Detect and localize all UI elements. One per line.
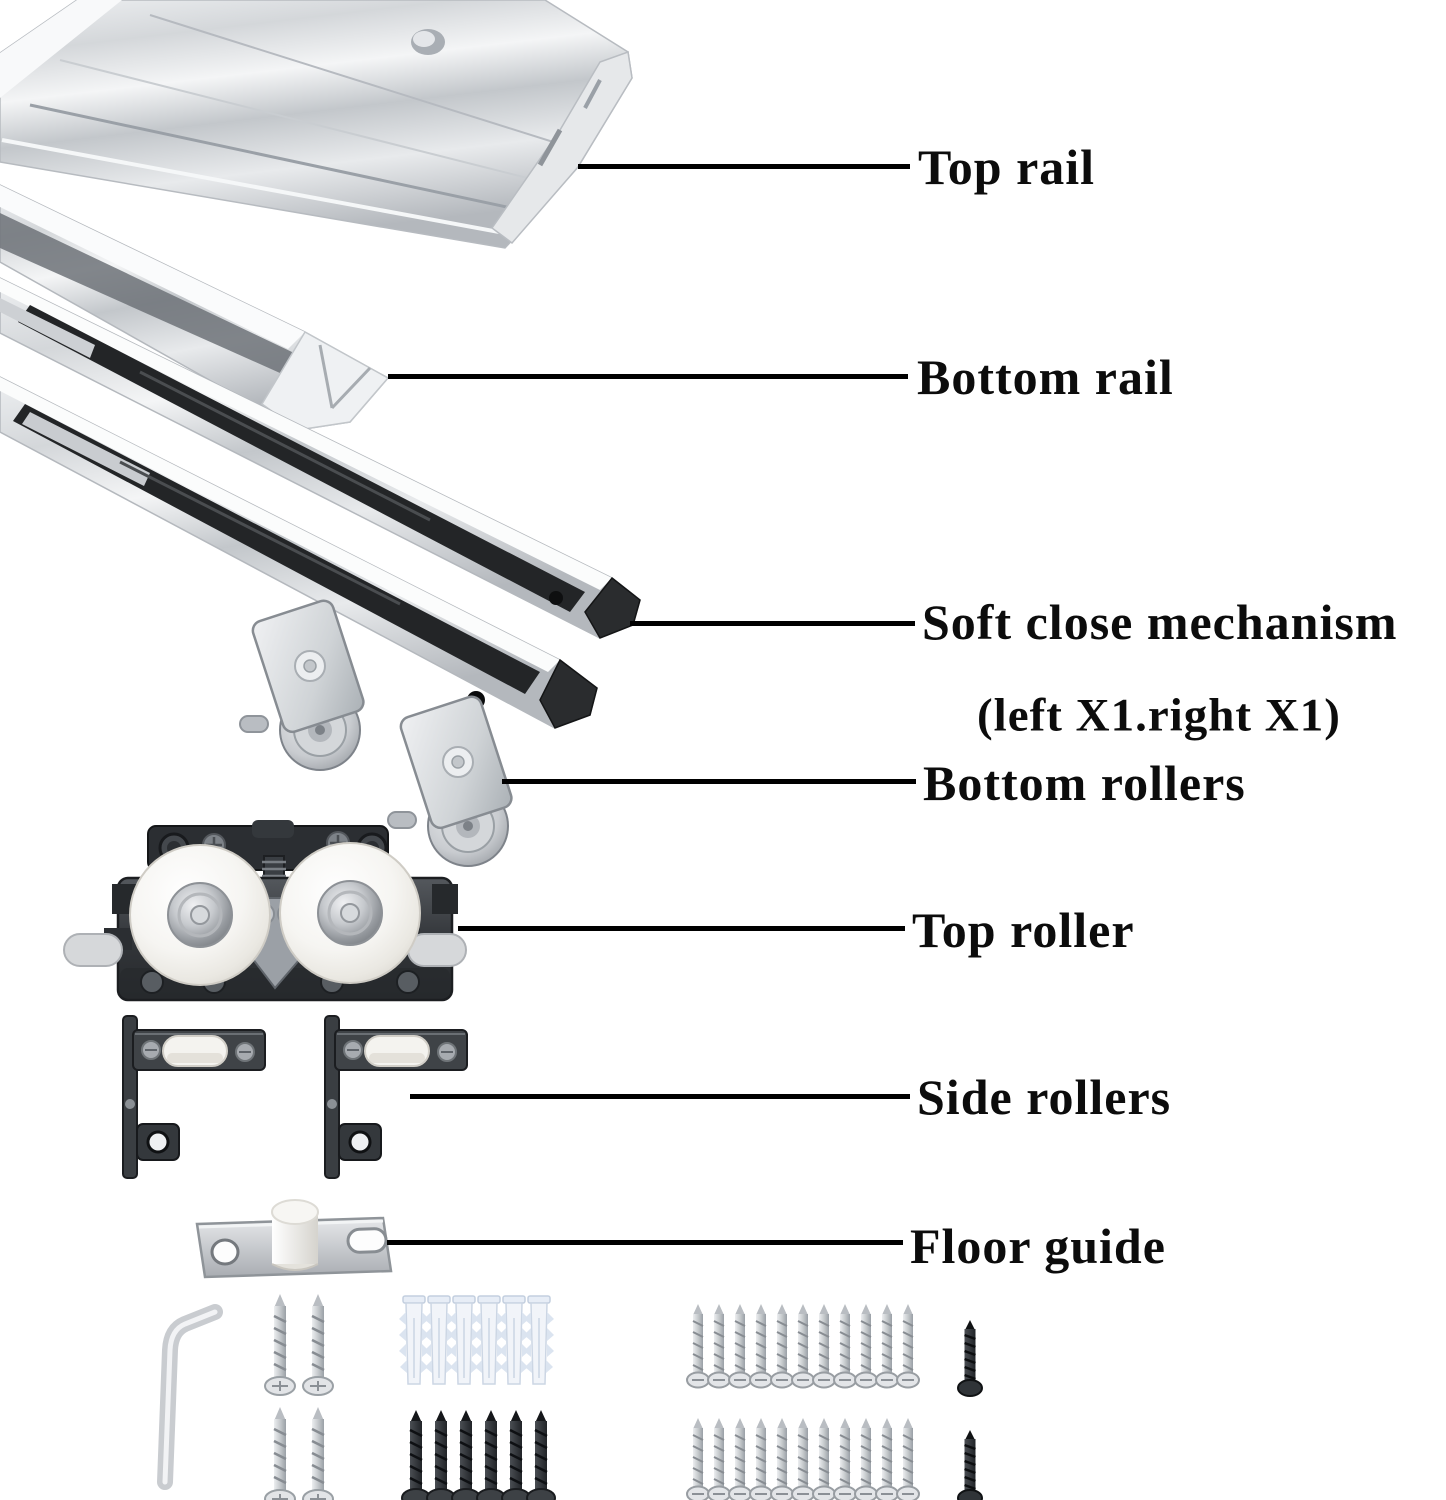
leader-top-roller [458,926,905,931]
floor-guide-part [195,1199,393,1279]
leader-top-rail [578,164,910,169]
soft-close-track-lower [0,376,598,729]
label-bottom-rollers: Bottom rollers [923,755,1246,811]
bottom-roller-left [238,596,368,772]
large-dark-screws [400,1408,557,1500]
small-silver-screws-row2 [686,1417,920,1500]
side-roller-left [121,1014,267,1180]
wall-anchors [398,1295,555,1385]
allen-key [157,1304,223,1490]
top-roller-right-wheel [279,842,421,984]
leader-floor-guide [387,1240,903,1245]
label-floor-guide: Floor guide [910,1218,1166,1274]
top-roller-part [63,820,467,1002]
small-silver-screws-row1 [686,1303,920,1389]
top-roller-left-wheel [129,844,271,986]
leader-side-rollers [410,1094,910,1099]
leader-bottom-rail [388,374,908,379]
top-roller-left-bumper [63,933,123,967]
small-black-screw-2 [956,1428,984,1500]
leader-bottom-rollers [502,779,916,784]
small-black-screw-1 [956,1318,984,1398]
label-soft-close-quantity: (left X1.right X1) [977,689,1341,742]
label-soft-close-mechanism: Soft close mechanism [922,594,1398,650]
label-top-rail: Top rail [918,139,1096,195]
leader-soft-close [630,621,915,626]
label-side-rollers: Side rollers [917,1069,1172,1125]
top-roller-right-bumper [407,933,467,967]
label-top-roller: Top roller [912,902,1135,958]
bottom-roller-right [386,692,516,868]
bottom-rail-part [0,184,390,431]
top-rail-part [0,0,633,249]
label-bottom-rail: Bottom rail [917,349,1174,405]
large-silver-screws [263,1292,335,1500]
soft-close-track-upper [0,277,641,639]
